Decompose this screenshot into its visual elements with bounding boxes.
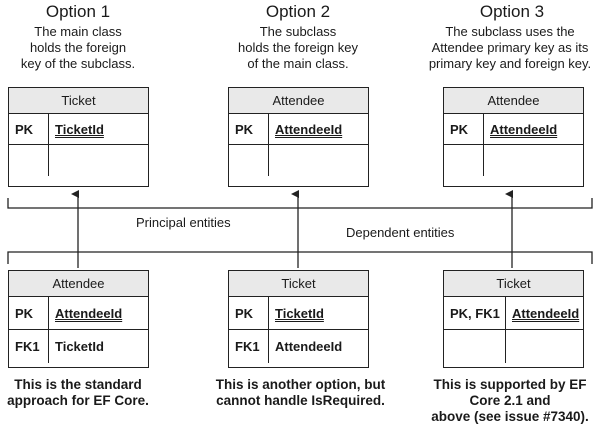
entity-row-empty (444, 330, 583, 363)
dependent-entity-ticket-option-3: Ticket PK, FK1 AttendeeId (443, 270, 584, 368)
entity-name: Attendee (9, 271, 148, 297)
entity-row-fk: FK1 TicketId (9, 330, 148, 363)
entity-name: Ticket (444, 271, 583, 297)
principal-entity-attendee: Attendee PK AttendeeId (228, 87, 369, 187)
key-label: FK1 (229, 330, 269, 363)
entity-row-pk: PK AttendeeId (444, 114, 583, 145)
field-name: TicketId (275, 305, 324, 321)
field-name: AttendeeId (490, 121, 558, 137)
field-name: TicketId (55, 339, 104, 354)
key-label: FK1 (9, 330, 49, 363)
key-label: PK (9, 114, 49, 144)
entity-row-pk: PK AttendeeId (229, 114, 368, 145)
option-2-description: The subclass holds the foreign key of th… (238, 24, 358, 71)
key-label: PK (229, 297, 269, 329)
dependent-entity-ticket: Ticket PK TicketId FK1 AttendeeId (228, 270, 369, 368)
option-3-description: The subclass uses the Attendee primary k… (428, 24, 592, 71)
key-label: PK (229, 114, 269, 144)
entity-row-pk: PK TicketId (229, 297, 368, 330)
entity-row-empty (9, 145, 148, 176)
field-name: AttendeeId (275, 339, 343, 354)
entity-name: Attendee (229, 88, 368, 114)
entity-name: Attendee (444, 88, 583, 114)
field-name: AttendeeId (275, 121, 343, 137)
entity-row-fk: FK1 AttendeeId (229, 330, 368, 363)
principal-entities-label: Principal entities (133, 215, 234, 230)
principal-bracket (7, 198, 593, 209)
option-1-description: The main class holds the foreign key of … (20, 24, 136, 71)
field-name: AttendeeId (55, 305, 123, 321)
dependent-entities-label: Dependent entities (343, 225, 458, 240)
dependent-bracket (7, 251, 593, 264)
principal-entity-ticket: Ticket PK TicketId (8, 87, 149, 187)
option-2-title: Option 2 (265, 2, 331, 21)
field-name: TicketId (55, 121, 104, 137)
option-3-caption: This is supported by EF Core 2.1 and abo… (431, 377, 589, 424)
entity-name: Ticket (229, 271, 368, 297)
key-label: PK, FK1 (444, 297, 506, 329)
option-1-title: Option 1 (45, 2, 111, 21)
key-label: PK (444, 114, 484, 144)
field-name: AttendeeId (512, 305, 580, 321)
option-3-title: Option 3 (479, 2, 545, 21)
entity-row-empty (229, 145, 368, 176)
dependent-entity-attendee: Attendee PK AttendeeId FK1 TicketId (8, 270, 149, 368)
key-label: PK (9, 297, 49, 329)
entity-name: Ticket (9, 88, 148, 114)
entity-row-pk: PK AttendeeId (9, 297, 148, 330)
option-2-caption: This is another option, but cannot handl… (215, 377, 386, 408)
principal-entity-attendee-option-3: Attendee PK AttendeeId (443, 87, 584, 187)
entity-row-pk-fk: PK, FK1 AttendeeId (444, 297, 583, 330)
entity-row-empty (444, 145, 583, 176)
option-1-caption: This is the standard approach for EF Cor… (7, 377, 149, 408)
entity-row-pk: PK TicketId (9, 114, 148, 145)
